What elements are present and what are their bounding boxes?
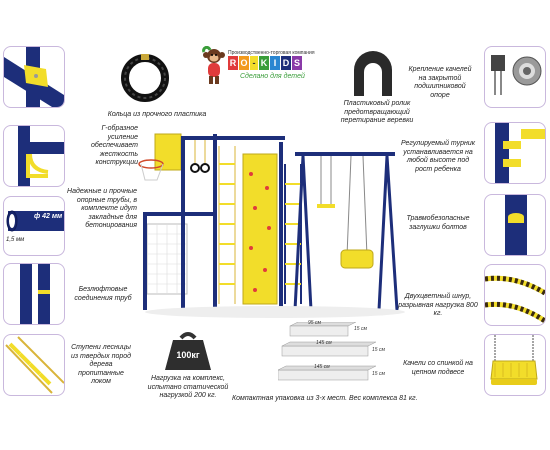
- caption-bar: Регулируемый турник устанавливается на л…: [400, 140, 476, 173]
- caption-seat: Качели со спинкой на цепном подвесе: [403, 360, 473, 376]
- caption-pipes: Надежные и прочные опорные трубы, в комп…: [67, 188, 137, 229]
- thumb-bar: [484, 122, 546, 184]
- plastic-roller-icon: [354, 51, 392, 96]
- swing-seat-icon: [490, 335, 538, 385]
- gym-ring-icon: [121, 54, 169, 102]
- box-height: 15 см: [354, 326, 367, 332]
- pipe-thickness: 1,5 мм: [6, 237, 25, 243]
- playground-complex-icon: [138, 133, 405, 318]
- box-length: 95 см: [308, 320, 321, 326]
- playground-image: [125, 124, 405, 324]
- weight-icon-wrap: 100кг: [165, 330, 211, 370]
- t-joint-icon: [4, 47, 64, 107]
- brand-letter: S: [292, 56, 302, 70]
- brand-letter: I: [270, 56, 280, 70]
- box-length: 145 см: [316, 340, 332, 346]
- brand-letters: R O - K I D S: [228, 56, 302, 70]
- thumb-l-bracket: [3, 125, 65, 187]
- brand-letter: K: [259, 56, 269, 70]
- caption-rings: Кольца из прочного пластика: [107, 111, 207, 118]
- package-box-icon: [278, 322, 377, 381]
- adjustable-bar-icon: [495, 123, 545, 183]
- two-color-rope-icon: [485, 275, 545, 324]
- company-line: Производственно-торговая компания: [228, 50, 315, 56]
- brand-letter: O: [239, 56, 249, 70]
- bolt-plug-icon: [505, 195, 527, 255]
- rope-ladder-icon: [5, 336, 64, 394]
- rings-image: [118, 52, 172, 104]
- box-length: 145 см: [314, 364, 330, 370]
- caption-l-bracket: Г-образное усиление обеспечивает жесткос…: [90, 125, 138, 166]
- box-height: 15 см: [372, 371, 385, 377]
- caption-plugs: Травмобезопасные заглушки болтов: [406, 215, 470, 231]
- roller-image: [348, 46, 398, 100]
- caption-rope: Двухцветный шнур, разрывная нагрузка 800…: [398, 293, 478, 317]
- package-boxes: 95 см 15 см 145 см 15 см 145 см 15 см: [278, 320, 388, 392]
- thumb-ladder: [3, 334, 65, 396]
- caption-bearing: Крепление качелей на закрытой подшипнико…: [408, 66, 472, 99]
- box-height: 15 см: [372, 347, 385, 353]
- l-bracket-icon: [18, 126, 64, 186]
- pipe-icon: [6, 210, 64, 232]
- caption-ladder: Ступени лесницы из твердых пород дерева …: [70, 344, 132, 385]
- thumb-seat: [484, 334, 546, 396]
- brand-letter: R: [228, 56, 238, 70]
- caption-roller: Пластиковый ролик предотвращающий перети…: [340, 100, 414, 124]
- thumb-t-joint: [3, 46, 65, 108]
- brand-letter: D: [281, 56, 291, 70]
- brand-tagline: Сделано для детей: [240, 73, 305, 80]
- weight-icon: [165, 332, 211, 370]
- thumb-pipe: 1,5 мм ф 42 мм: [3, 196, 65, 256]
- thumb-rope: [484, 264, 546, 326]
- thumb-joint: [3, 263, 65, 325]
- thumb-bearing: [484, 46, 546, 108]
- pipe-diameter: ф 42 мм: [34, 213, 63, 220]
- caption-package: Компактная упаковка из 3-х мест. Вес ком…: [232, 395, 418, 402]
- pipe-joint-icon: [20, 264, 50, 324]
- caption-joints: Безлюфтовые соединения труб: [74, 286, 132, 302]
- bearing-mount-icon: [491, 55, 542, 95]
- weight-label: 100кг: [176, 350, 200, 360]
- monkey-mascot-icon: [202, 46, 225, 84]
- thumb-plugs: [484, 194, 546, 256]
- caption-load: Нагрузка на комплекс, испытано статическ…: [147, 375, 229, 399]
- brand-letter: -: [250, 56, 258, 70]
- brand-logo: Производственно-торговая компания R O - …: [200, 46, 330, 86]
